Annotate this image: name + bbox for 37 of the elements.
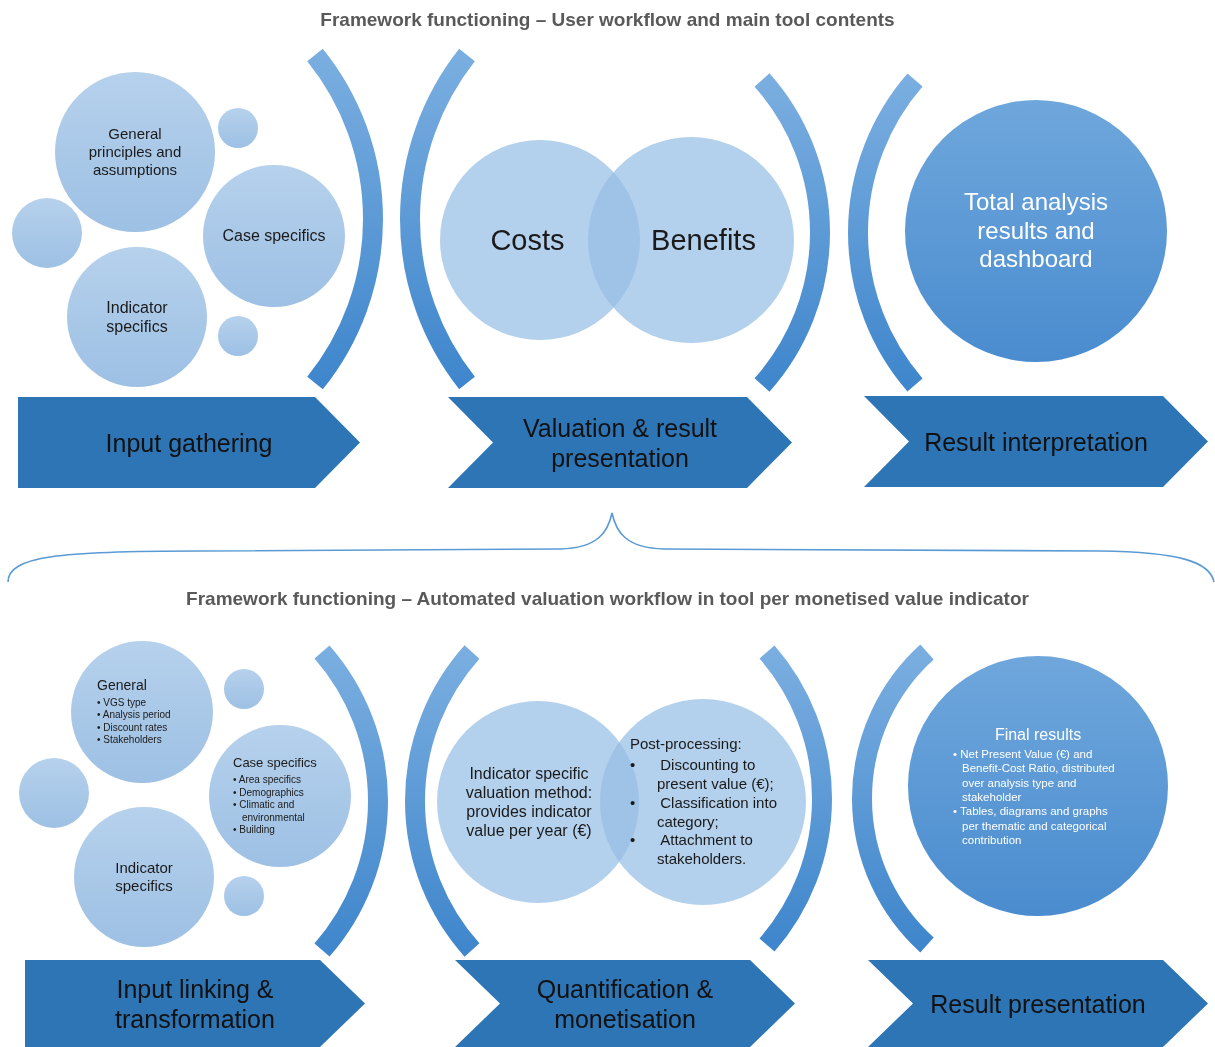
circle-label: Total analysis results and dashboard	[962, 187, 1110, 275]
bullet-item: • Area specifics	[233, 774, 302, 787]
bullet-item: • Climatic and environmental	[233, 799, 306, 825]
circle-label: Indicator specifics	[114, 859, 174, 895]
diagram-title: Framework functioning – User workflow and main tool contents	[319, 9, 896, 31]
circle-label: Costs	[490, 222, 565, 258]
circle-label: Benefits	[651, 222, 756, 258]
circle-heading: Case specifics	[233, 755, 317, 772]
circle-label: General principles and assumptions	[87, 125, 183, 179]
step-label: Result interpretation	[924, 426, 1148, 457]
bullet-item: • Net Present Value (€) and Benefit-Cost Ratio, distributed over analysis type and stakeholder	[953, 746, 1116, 805]
bullet-item: • Demographics	[233, 786, 305, 800]
bullet-item: • Attachment to stakeholders.	[630, 831, 754, 869]
circle-heading: Final results	[994, 724, 1082, 744]
step-label: Result presentation	[930, 988, 1146, 1019]
bullet-item: • Analysis period	[97, 709, 172, 722]
bullet-item: • Classification into category;	[630, 793, 778, 832]
step-label: Input gathering	[105, 427, 273, 458]
bullet-item: • Building	[233, 824, 276, 837]
empty-circle	[218, 108, 258, 148]
empty-circle	[218, 316, 258, 356]
step-label: Valuation & result presentation	[521, 412, 719, 473]
bullet-item: • Discounting to present value (€);	[630, 756, 775, 794]
bullet-item: • Tables, diagrams and graphs per thematic and categorical contribution	[953, 804, 1109, 848]
circle-label: Case specifics	[222, 226, 326, 246]
circle-label: Indicator specific valuation method: provides indicator value per year (€)	[464, 763, 594, 841]
empty-circle	[224, 876, 264, 916]
empty-circle	[224, 669, 264, 709]
circle-heading: Post-processing:	[630, 735, 742, 754]
bullet-item: • VGS type	[97, 696, 148, 710]
step-label: Input linking & transformation	[114, 973, 276, 1034]
section-heading: Framework functioning – Automated valuation workflow in tool per monetised value indicator	[185, 588, 1030, 610]
circle-heading: General	[97, 677, 147, 694]
bullet-item: • Discount rates	[97, 721, 169, 735]
circle-label: Indicator specifics	[105, 297, 169, 337]
bullet-item: • Stakeholders	[97, 734, 163, 747]
step-label: Quantification & monetisation	[535, 973, 715, 1034]
